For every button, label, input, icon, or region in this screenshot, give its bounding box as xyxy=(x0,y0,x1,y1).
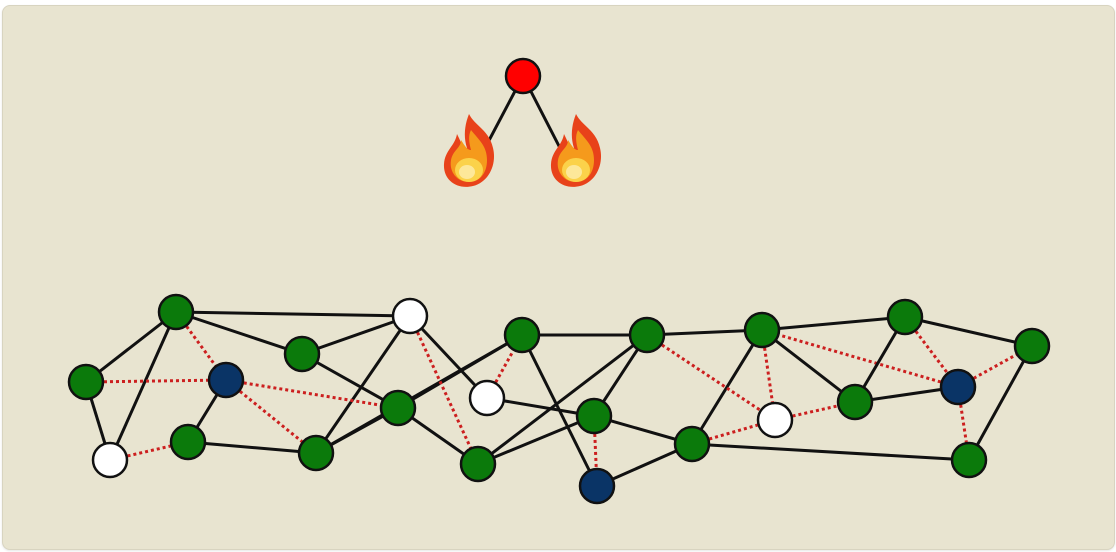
green-node[interactable] xyxy=(575,397,613,435)
solid-edge xyxy=(108,311,178,461)
green-node[interactable] xyxy=(169,423,207,461)
white-node[interactable] xyxy=(91,441,129,479)
dotted-edge xyxy=(761,328,959,389)
solid-edge xyxy=(85,310,177,384)
green-node[interactable] xyxy=(950,441,988,479)
solid-edge xyxy=(904,315,1033,348)
solid-edge xyxy=(175,310,411,318)
white-node[interactable] xyxy=(468,379,506,417)
navy-node[interactable] xyxy=(207,361,245,399)
white-node[interactable] xyxy=(391,297,429,335)
green-node[interactable] xyxy=(1013,327,1051,365)
solid-edge xyxy=(646,328,763,337)
green-node[interactable] xyxy=(836,383,874,421)
solid-edge xyxy=(477,333,648,466)
fire-icon xyxy=(443,114,495,187)
root-cluster xyxy=(443,57,602,187)
green-node[interactable] xyxy=(743,311,781,349)
navy-node[interactable] xyxy=(939,368,977,406)
solid-edge xyxy=(175,310,303,356)
white-node[interactable] xyxy=(756,401,794,439)
dotted-edge xyxy=(646,333,776,422)
solid-edge xyxy=(690,329,764,445)
solid-edge xyxy=(397,333,523,410)
solid-edge xyxy=(761,315,906,332)
solid-edge xyxy=(477,414,595,466)
green-node[interactable] xyxy=(886,298,924,336)
solid-edge xyxy=(691,442,970,462)
solid-edge xyxy=(187,440,317,455)
solid-edge xyxy=(301,314,411,356)
green-node[interactable] xyxy=(379,389,417,427)
root-node[interactable] xyxy=(504,57,542,95)
solid-edge xyxy=(761,328,856,404)
solid-edge xyxy=(520,334,599,487)
navy-node[interactable] xyxy=(578,467,616,505)
solid-edge xyxy=(301,352,399,410)
fire-icon xyxy=(550,114,602,187)
green-node[interactable] xyxy=(673,425,711,463)
node-layer xyxy=(67,293,1051,505)
green-node[interactable] xyxy=(157,293,195,331)
solid-edge xyxy=(408,314,489,400)
green-node[interactable] xyxy=(459,445,497,483)
dotted-edge xyxy=(85,378,227,384)
edge-layer xyxy=(84,310,1034,488)
solid-edge xyxy=(314,315,412,454)
solid-edge xyxy=(967,345,1034,461)
dotted-edge xyxy=(225,378,399,410)
green-node[interactable] xyxy=(297,434,335,472)
green-node[interactable] xyxy=(67,363,105,401)
green-node[interactable] xyxy=(503,316,541,354)
dotted-edge xyxy=(225,378,317,455)
green-node[interactable] xyxy=(628,316,666,354)
green-node[interactable] xyxy=(283,335,321,373)
